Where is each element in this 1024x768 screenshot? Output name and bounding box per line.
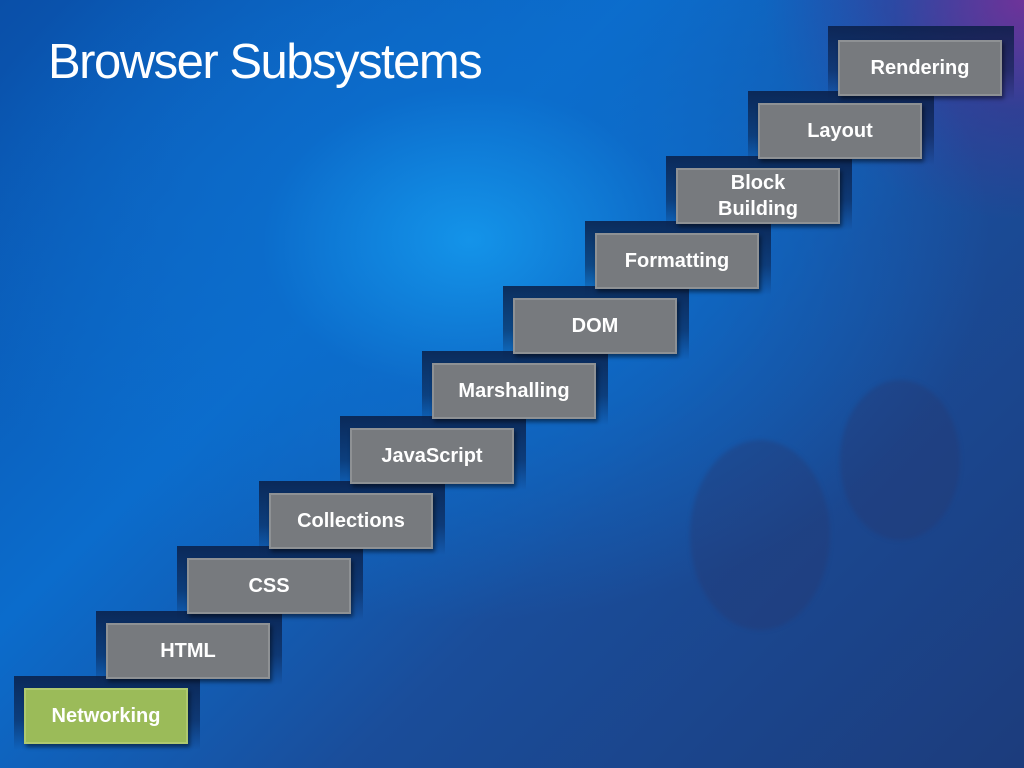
step-label: CSS [248,575,290,597]
step-label: Formatting [624,250,730,272]
step-css: CSS [187,558,351,614]
step-block-building: Block Building [676,168,840,224]
step-label: JavaScript [381,445,483,467]
background-silhouette [840,380,960,540]
step-javascript: JavaScript [350,428,514,484]
step-dom: DOM [513,298,677,354]
step-label: Block Building [718,172,798,220]
step-marshalling: Marshalling [432,363,596,419]
step-label: Networking [51,705,161,727]
step-label: Layout [807,120,873,142]
background-silhouette [690,440,830,630]
step-label: DOM [571,315,619,337]
step-layout: Layout [758,103,922,159]
step-formatting: Formatting [595,233,759,289]
step-rendering: Rendering [838,40,1002,96]
step-label: Marshalling [458,380,570,402]
step-label: Rendering [870,57,970,79]
step-label: Collections [297,510,405,532]
step-networking: Networking [24,688,188,744]
slide-title: Browser Subsystems [48,35,483,89]
step-label: HTML [160,640,216,662]
step-collections: Collections [269,493,433,549]
step-html: HTML [106,623,270,679]
